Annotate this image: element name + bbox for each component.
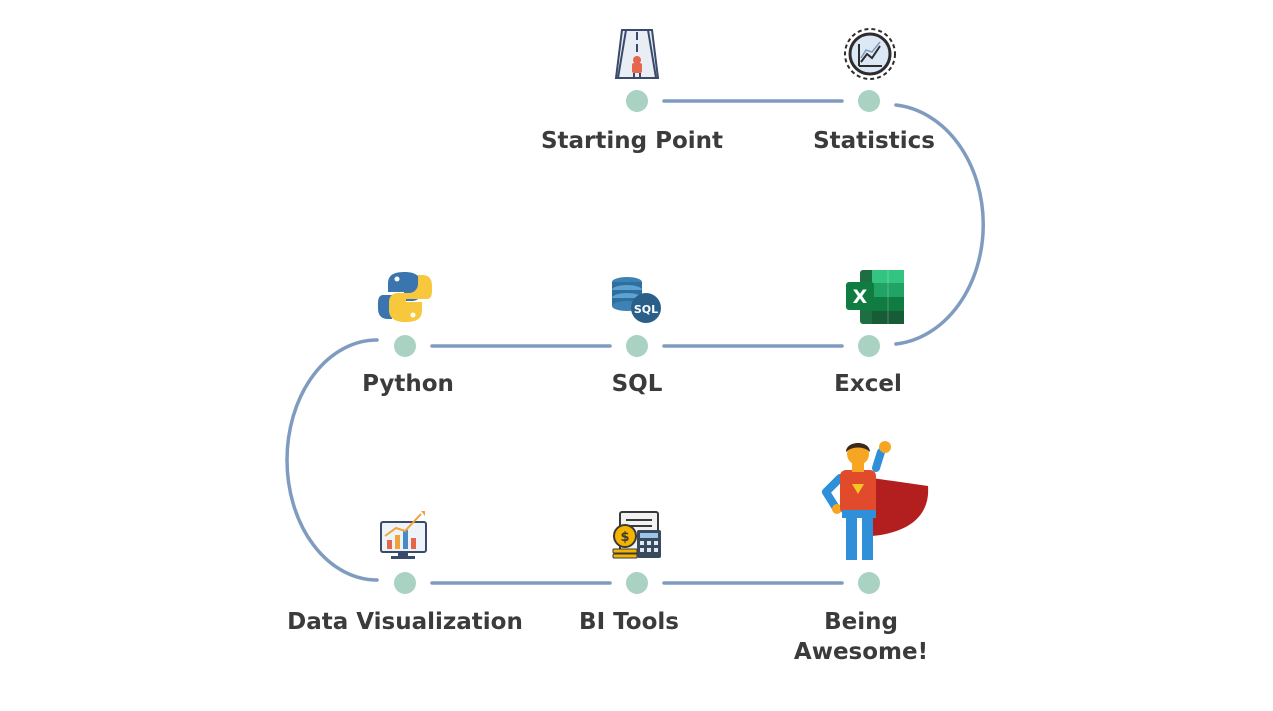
step-label-being-line1: Being [824, 609, 898, 635]
node-python [394, 335, 416, 357]
node-data-visualization [394, 572, 416, 594]
bi-tools-icon: $ [612, 511, 661, 559]
node-being-awesome [858, 572, 880, 594]
step-label-data-visualization: Data Visualization [287, 609, 523, 635]
connector-statistics-excel [894, 103, 985, 346]
statistics-chart-icon [844, 28, 896, 80]
superhero-icon [822, 441, 929, 560]
python-icon [377, 272, 433, 322]
data-visualization-icon [380, 511, 427, 559]
sql-database-icon: SQL [612, 277, 661, 323]
road-icon [614, 29, 660, 79]
step-label-sql: SQL [611, 371, 663, 397]
svg-text:X: X [853, 286, 868, 308]
node-excel [858, 335, 880, 357]
step-label-excel: Excel [834, 371, 902, 397]
node-starting-point [626, 90, 648, 112]
roadmap-nodes [394, 90, 880, 594]
excel-icon: X [846, 270, 904, 324]
step-label-being-line2: Awesome! [793, 639, 929, 665]
svg-text:$: $ [620, 530, 629, 545]
node-bi-tools [626, 572, 648, 594]
step-label-python: Python [362, 371, 454, 397]
step-label-statistics: Statistics [813, 128, 935, 154]
svg-text:SQL: SQL [634, 303, 658, 316]
step-label-starting-point: Starting Point [540, 128, 724, 154]
node-statistics [858, 90, 880, 112]
step-label-bi-tools: BI Tools [579, 609, 679, 635]
node-sql [626, 335, 648, 357]
step-label-being-awesome: Being Awesome! [794, 607, 928, 667]
connector-python-dataviz [285, 338, 379, 582]
roadmap-path [285, 99, 985, 585]
